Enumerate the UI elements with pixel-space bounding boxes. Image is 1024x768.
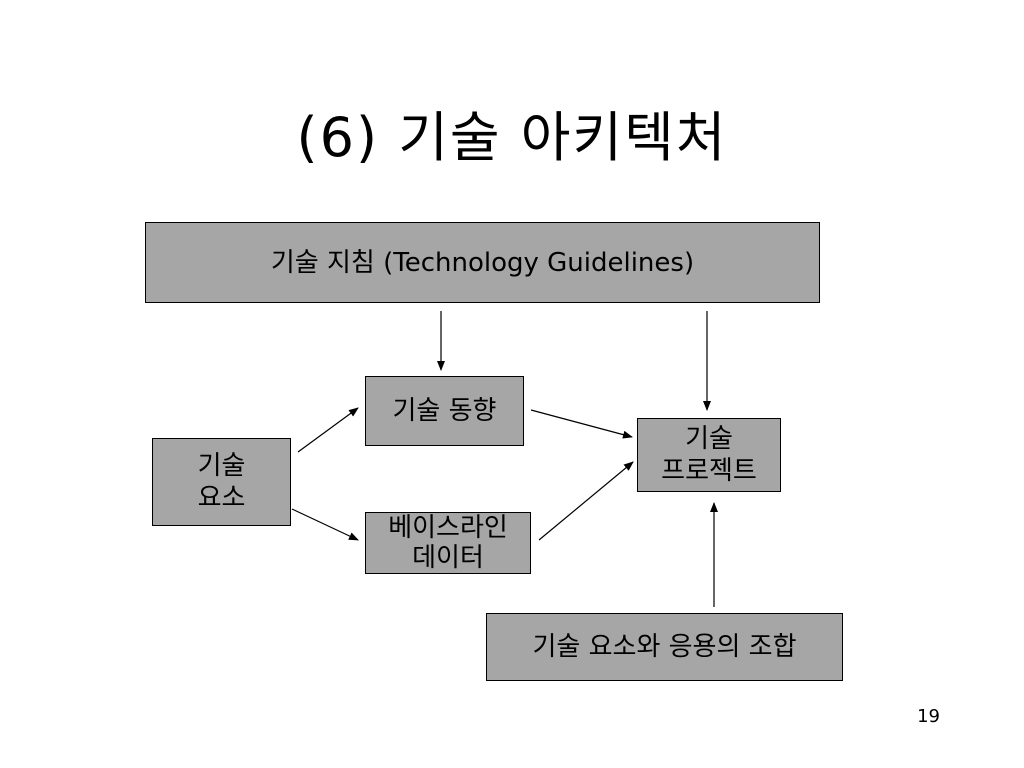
arrow-element-to-baseline: [291, 508, 359, 541]
baseline-data-box: 베이스라인 데이터: [365, 512, 531, 574]
element-application-combination-box: 기술 요소와 응용의 조합: [486, 613, 843, 681]
arrow-element-to-trend: [297, 407, 359, 453]
technology-element-box: 기술 요소: [152, 438, 291, 526]
slide-title: (6) 기술 아키텍처: [296, 106, 728, 169]
technology-project-box: 기술 프로젝트: [637, 418, 781, 492]
page-number: 19: [917, 706, 940, 727]
arrow-trend-to-project: [530, 409, 633, 439]
technology-guidelines-box: 기술 지침 (Technology Guidelines): [145, 222, 820, 303]
technology-trend-box: 기술 동향: [365, 376, 524, 446]
arrow-baseline-to-project: [538, 461, 634, 541]
